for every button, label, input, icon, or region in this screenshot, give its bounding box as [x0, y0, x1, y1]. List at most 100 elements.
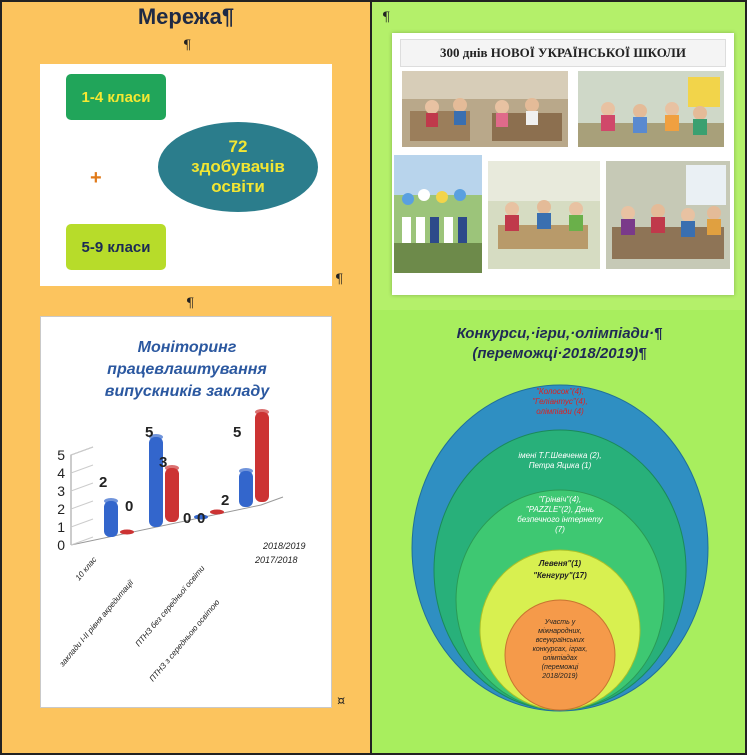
photo-image: [402, 71, 568, 147]
ring2-text-1: імені Т.Г.Шевченка (2),: [518, 451, 601, 460]
grade-secondary-box: 5-9 класи: [66, 224, 166, 270]
chart-bar-2018/2019: [210, 509, 224, 515]
ring5-text-1: Участь у: [544, 619, 576, 626]
classroom-photo-2: [578, 71, 724, 147]
chart-ytick-label: 0: [57, 537, 65, 553]
chart-series-label: 2018/2019: [262, 541, 306, 551]
chart-bar-2018/2019: [120, 529, 134, 535]
ring5-text-2: міжнародних,: [538, 627, 582, 635]
right-top-cell: ¶ 300 днів НОВОЇ УКРАЇНСЬКОЇ ШКОЛИ: [372, 0, 747, 310]
photo-image: [606, 161, 730, 269]
chart-gridline: [70, 500, 94, 510]
ring3-text-2: "PAZZLE"(2), День: [526, 505, 594, 514]
ring4-text-2: "Кенгуру"(17): [533, 571, 587, 580]
paragraph-mark: ¶: [186, 296, 195, 311]
ring4-text-1: Левеня"(1): [538, 559, 581, 568]
monitoring-title-line3: випускників закладу: [104, 383, 270, 400]
monitoring-title-line1: Моніторинг: [137, 339, 237, 356]
right-bottom-cell: Конкурси,·ігри,·олімпіади·¶ (переможці·2…: [372, 310, 747, 755]
chart-data-label: 0: [125, 498, 133, 515]
photo-collage-title: 300 днів НОВОЇ УКРАЇНСЬКОЇ ШКОЛИ: [400, 39, 726, 67]
chart-data-label: 0: [197, 510, 205, 527]
chart-gridline: [70, 518, 94, 528]
chart-series-label: 2017/2018: [254, 555, 298, 565]
ring1-text-3: олімпіади (4): [536, 407, 584, 416]
chart-bar-2017/2018-cap: [149, 434, 163, 440]
chart-bar-2017/2018: [239, 471, 253, 507]
contests-title-line1: Конкурси,·ігри,·олімпіади·¶: [456, 325, 663, 342]
students-count: 72: [228, 137, 248, 156]
monitoring-title: Моніторинг працевлаштування випускників …: [41, 337, 333, 403]
ring-5: [504, 599, 616, 711]
chart-category-label: заклади І-ІІ рівня акредитації: [57, 577, 136, 669]
chart-gridline: [70, 464, 94, 474]
students-label-line2: освіти: [211, 177, 265, 196]
photo-collage: 300 днів НОВОЇ УКРАЇНСЬКОЇ ШКОЛИ: [392, 33, 734, 295]
plus-sign: +: [90, 167, 102, 189]
contests-title: Конкурси,·ігри,·олімпіади·¶ (переможці·2…: [372, 324, 747, 364]
ring3-text-1: "Грінвіч"(4),: [539, 495, 581, 504]
outdoor-photo: [394, 155, 482, 273]
chart-category-label: 10 клас: [74, 555, 99, 582]
paragraph-mark: ¶: [382, 10, 391, 25]
ring5-text-5: олімпіадах: [543, 654, 578, 662]
chart-data-label: 2: [221, 492, 229, 509]
ring5-text-4: конкурсах, іграх,: [533, 645, 588, 653]
paragraph-mark: ¶: [183, 38, 192, 53]
chart-bar-2018/2019-cap: [165, 465, 179, 471]
contests-rings-diagram: "Колосок"(4), "Геліантус"(4), олімпіади …: [411, 384, 709, 712]
chart-ytick-label: 4: [57, 465, 65, 481]
classroom-photo-4: [606, 161, 730, 269]
monitoring-title-line2: працевлаштування: [107, 361, 267, 378]
chart-gridline: [70, 482, 94, 492]
ring5-text-7: 2018/2019): [541, 673, 577, 680]
chart-data-label: 5: [145, 424, 153, 441]
chart-floor: [70, 496, 284, 546]
chart-category-label: ПТНЗ з середньою освітою: [148, 598, 222, 683]
grade-primary-box: 1-4 класи: [66, 74, 166, 120]
chart-bar-2017/2018: [149, 437, 163, 527]
chart-bar-2017/2018-cap: [239, 468, 253, 474]
ring1-text-1: "Колосок"(4),: [536, 387, 584, 396]
chart-axis: [70, 446, 94, 545]
ring5-text-6: (переможці: [542, 663, 579, 671]
students-ellipse: 72 здобувачів освіти: [158, 122, 318, 212]
ring1-text-2: "Геліантус"(4),: [532, 397, 588, 406]
network-diagram: 1-4 класи + 5-9 класи 72 здобувачів осві…: [40, 64, 332, 286]
cell-end-mark: ¤: [337, 694, 346, 709]
chart-data-label: 0: [183, 510, 191, 527]
ring5-text-3: всеукраїнських: [536, 637, 585, 644]
chart-bar-2018/2019-cap: [255, 409, 269, 415]
chart-ytick-label: 2: [57, 501, 65, 517]
photo-image: [394, 155, 482, 273]
classroom-photo-1: [402, 71, 568, 147]
chart-ytick-label: 3: [57, 483, 65, 499]
classroom-photo-3: [488, 161, 600, 269]
left-cell: Мережа¶ ¶ 1-4 класи + 5-9 класи 72 здобу…: [0, 0, 372, 755]
students-label-line1: здобувачів: [191, 157, 285, 176]
paragraph-mark: ¶: [335, 272, 344, 287]
chart-bar-2017/2018: [194, 514, 208, 520]
chart-data-label: 2: [99, 474, 107, 491]
chart-data-label: 5: [233, 424, 241, 441]
chart-ytick-label: 5: [57, 447, 65, 463]
monitoring-chart-box: Моніторинг працевлаштування випускників …: [40, 316, 332, 708]
chart-bar-2018/2019: [255, 412, 269, 502]
chart-gridline: [70, 536, 94, 546]
chart-category-label: ПТНЗ без середньої освіти: [134, 563, 207, 648]
chart-bar-2017/2018-cap: [104, 498, 118, 504]
chart-bar-2017/2018: [104, 501, 118, 537]
chart-ytick-label: 1: [57, 519, 65, 535]
contests-title-line2: (переможці·2018/2019)¶: [472, 345, 647, 362]
ring3-text-3: безпечного інтернету: [517, 515, 603, 524]
chart-bar-2018/2019: [165, 468, 179, 522]
ring3-text-4: (7): [555, 525, 565, 534]
network-title: Мережа¶: [137, 4, 235, 29]
chart-data-label: 3: [159, 454, 167, 471]
photo-image: [488, 161, 600, 269]
ring2-text-2: Петра Яцика (1): [529, 461, 592, 470]
chart-gridline: [70, 446, 94, 456]
photo-image: [578, 71, 724, 147]
